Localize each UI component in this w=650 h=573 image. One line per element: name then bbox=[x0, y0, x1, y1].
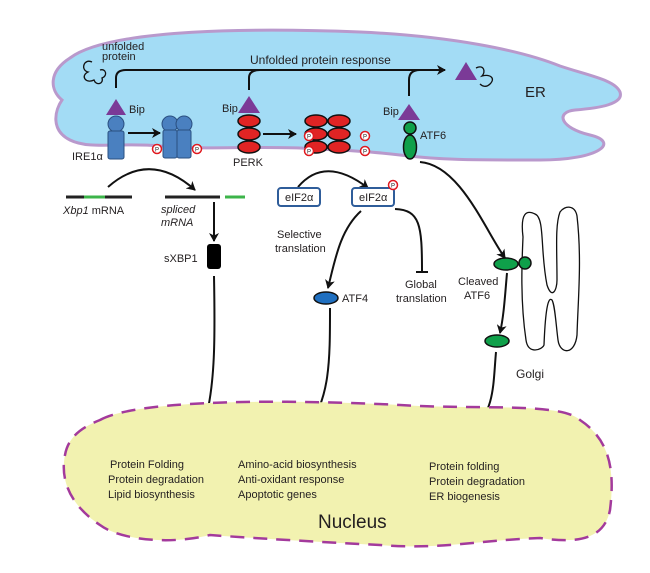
atf6-bip-label: Bip bbox=[383, 106, 399, 118]
nucleus-label: Nucleus bbox=[318, 512, 387, 533]
unfolded-protein-label-1: unfolded bbox=[102, 41, 144, 53]
phospho-icon: P bbox=[359, 145, 371, 157]
splicing-arrow bbox=[107, 168, 196, 191]
selective-translation-arrow bbox=[325, 210, 362, 289]
cleaved-atf6-n-icon bbox=[493, 257, 519, 271]
atf6-head-icon bbox=[403, 121, 417, 135]
global-translation-inhibition bbox=[394, 208, 423, 272]
perk-domain-icon bbox=[237, 127, 261, 141]
perk-upr-connector bbox=[248, 69, 261, 90]
atf6-label: ATF6 bbox=[420, 130, 446, 142]
phospho-icon: P bbox=[303, 130, 315, 142]
sxbp1-icon bbox=[207, 244, 221, 269]
svg-text:P: P bbox=[363, 135, 367, 141]
unfolded-protein-released-icon bbox=[475, 66, 494, 87]
atf6-fragment-icon bbox=[484, 334, 510, 348]
nucleus-envelope bbox=[62, 400, 613, 548]
atf6-target-genes: Protein folding Protein degradation ER b… bbox=[429, 461, 525, 503]
target-gene: Protein degradation bbox=[108, 474, 204, 486]
perk-domain-icon bbox=[237, 114, 261, 128]
eif2a-box bbox=[277, 187, 321, 207]
svg-text:P: P bbox=[307, 150, 311, 156]
target-gene: Protein Folding bbox=[110, 459, 184, 471]
perk-bip-icon bbox=[238, 96, 260, 113]
atf4-label: ATF4 bbox=[342, 293, 368, 305]
eif2a-label: eIF2α bbox=[285, 192, 314, 204]
xbp1-target-genes: Protein Folding Protein degradation Lipi… bbox=[108, 459, 204, 501]
perk-label: PERK bbox=[233, 157, 264, 169]
eif2a-p-box bbox=[351, 187, 395, 207]
phospho-icon: P bbox=[387, 179, 399, 191]
atf4-icon bbox=[313, 291, 339, 305]
ire1-body-icon bbox=[107, 130, 125, 160]
phospho-icon: P bbox=[151, 143, 163, 155]
svg-text:P: P bbox=[307, 135, 311, 141]
atf6-body-icon bbox=[402, 134, 418, 160]
xbp1-mrna-label: Xbp1 mRNA bbox=[62, 205, 125, 217]
atf4-target-genes: Amino-acid biosynthesis Anti-oxidant res… bbox=[238, 459, 357, 501]
ire1-dimer-body-1 bbox=[162, 129, 178, 159]
unfolded-protein-icon bbox=[82, 60, 107, 85]
spliced-mrna-label-1: spliced bbox=[161, 204, 196, 216]
cleaved-atf6-label-2: ATF6 bbox=[464, 290, 490, 302]
golgi-outline bbox=[521, 206, 581, 352]
phosphorylation-arrow bbox=[297, 170, 369, 189]
global-translation-label-2: translation bbox=[396, 293, 447, 305]
er-label: ER bbox=[525, 84, 546, 101]
upr-label: Unfolded protein response bbox=[250, 53, 391, 67]
golgi-label: Golgi bbox=[516, 367, 544, 381]
ire1-bip-icon bbox=[106, 99, 126, 115]
svg-text:P: P bbox=[195, 148, 199, 154]
global-translation-label-1: Global bbox=[405, 279, 437, 291]
atf6-bip-icon bbox=[398, 104, 420, 120]
perk-bip-label: Bip bbox=[222, 103, 238, 115]
target-gene: Protein degradation bbox=[429, 476, 525, 488]
phospho-icon: P bbox=[359, 130, 371, 142]
perk-domain-icon bbox=[237, 140, 261, 154]
sxbp1-label: sXBP1 bbox=[164, 253, 198, 265]
phospho-icon: P bbox=[191, 143, 203, 155]
atf6-upr-connector bbox=[408, 69, 421, 96]
target-gene: Apoptotic genes bbox=[238, 489, 317, 501]
target-gene: Amino-acid biosynthesis bbox=[238, 459, 357, 471]
atf6-to-golgi-arrow bbox=[419, 161, 506, 259]
svg-text:P: P bbox=[155, 148, 159, 154]
selective-translation-label-2: translation bbox=[275, 243, 326, 255]
cleaved-atf6-label-1: Cleaved bbox=[458, 276, 498, 288]
cleaved-atf6-c-icon bbox=[518, 256, 532, 270]
spliced-mrna-label-2: mRNA bbox=[161, 217, 193, 229]
cleaved-atf6-arrow bbox=[496, 272, 508, 334]
unfolded-protein-label-2: protein bbox=[102, 51, 136, 63]
ire1-dimer-body-2 bbox=[176, 129, 192, 159]
svg-text:P: P bbox=[391, 184, 395, 190]
ire1-head-icon bbox=[107, 115, 125, 133]
bip-released-icon bbox=[455, 62, 477, 80]
ire1-label: IRE1α bbox=[72, 151, 103, 163]
er-membrane bbox=[51, 28, 622, 162]
target-gene: Protein folding bbox=[429, 461, 499, 473]
ire1-bip-label: Bip bbox=[129, 104, 145, 116]
phospho-icon: P bbox=[303, 145, 315, 157]
selective-translation-label-1: Selective bbox=[277, 229, 322, 241]
target-gene: ER biogenesis bbox=[429, 491, 500, 503]
target-gene: Lipid biosynthesis bbox=[108, 489, 195, 501]
upr-arrow bbox=[115, 65, 446, 88]
target-gene: Anti-oxidant response bbox=[238, 474, 344, 486]
svg-text:P: P bbox=[363, 150, 367, 156]
eif2a-p-label: eIF2α bbox=[359, 192, 388, 204]
